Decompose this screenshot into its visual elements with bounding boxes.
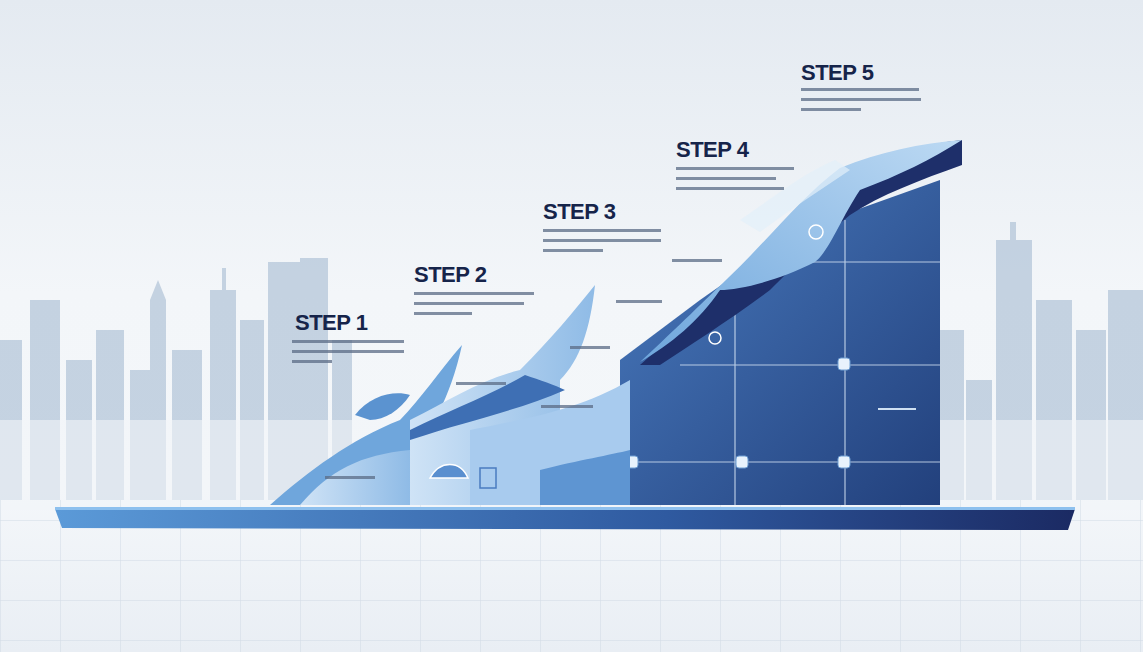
platform-bar: [55, 509, 1075, 530]
step-label: STEP 3: [543, 201, 615, 223]
step-label: STEP 5: [801, 62, 873, 84]
floor-grid: [0, 500, 1143, 652]
step-label: STEP 2: [414, 264, 486, 286]
step-label: STEP 1: [295, 312, 367, 334]
step-icons: [430, 225, 823, 488]
placeholder-lines: [292, 88, 921, 479]
wave-steps: [270, 285, 630, 505]
top-ribbon: [640, 140, 962, 365]
step-label: STEP 4: [676, 139, 748, 161]
